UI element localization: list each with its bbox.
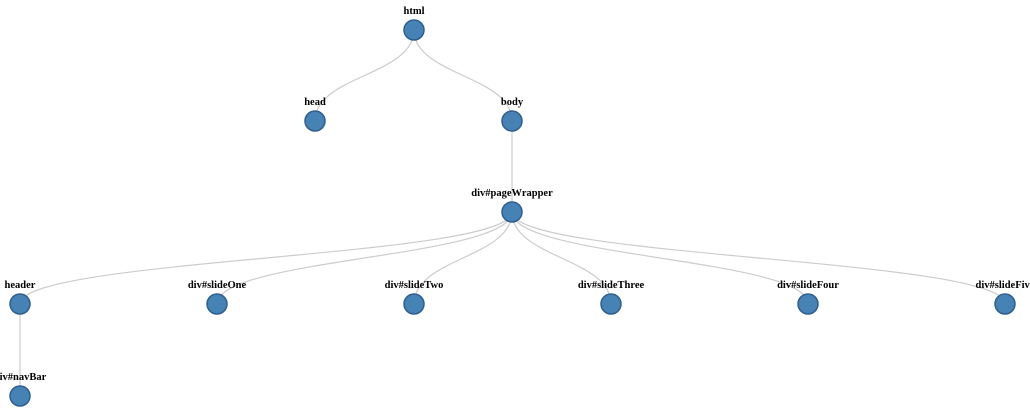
link-pageWrapper-slideThree	[511, 211, 612, 305]
node-label: head	[304, 97, 326, 108]
node-label: div#slideTwo	[385, 280, 444, 291]
link-pageWrapper-slideOne	[216, 211, 513, 305]
node-label: header	[5, 280, 36, 291]
tree-node-slideFive[interactable]: div#slideFive	[976, 280, 1030, 315]
link-pageWrapper-slideFour	[511, 211, 809, 305]
tree-nodes: html head body div#pageWrapper header div#sli…	[0, 6, 1030, 407]
node-circle[interactable]	[797, 293, 819, 315]
node-circle[interactable]	[994, 293, 1016, 315]
link-html-body	[413, 29, 513, 122]
node-circle[interactable]	[600, 293, 622, 315]
node-circle[interactable]	[403, 293, 425, 315]
node-circle[interactable]	[403, 19, 425, 41]
node-circle[interactable]	[501, 201, 523, 223]
node-label: div#pageWrapper	[471, 188, 553, 199]
tree-node-header[interactable]: header	[5, 280, 36, 315]
node-label: div#slideFive	[976, 280, 1030, 291]
node-circle[interactable]	[501, 110, 523, 132]
tree-node-slideTwo[interactable]: div#slideTwo	[385, 280, 444, 315]
tree-node-html[interactable]: html	[403, 6, 425, 41]
node-label: body	[501, 97, 524, 108]
node-circle[interactable]	[9, 293, 31, 315]
node-circle[interactable]	[206, 293, 228, 315]
link-pageWrapper-header	[19, 211, 513, 305]
link-pageWrapper-slideFive	[511, 211, 1006, 305]
node-label: div#slideFour	[777, 280, 839, 291]
link-html-head	[314, 29, 415, 122]
tree-links	[19, 29, 1006, 396]
node-label: div#navBar	[0, 372, 47, 383]
node-label: div#slideOne	[188, 280, 247, 291]
tree-node-slideThree[interactable]: div#slideThree	[578, 280, 645, 315]
node-label: div#slideThree	[578, 280, 645, 291]
tree-node-head[interactable]: head	[304, 97, 326, 132]
node-label: html	[404, 6, 425, 17]
node-circle[interactable]	[304, 110, 326, 132]
link-pageWrapper-slideTwo	[413, 211, 513, 305]
tree-node-slideFour[interactable]: div#slideFour	[777, 280, 839, 315]
tree-node-navBar[interactable]: div#navBar	[0, 372, 47, 407]
node-circle[interactable]	[9, 385, 31, 407]
tree-node-pageWrapper[interactable]: div#pageWrapper	[471, 188, 553, 223]
tree-node-slideOne[interactable]: div#slideOne	[188, 280, 247, 315]
tree-node-body[interactable]: body	[501, 97, 524, 132]
